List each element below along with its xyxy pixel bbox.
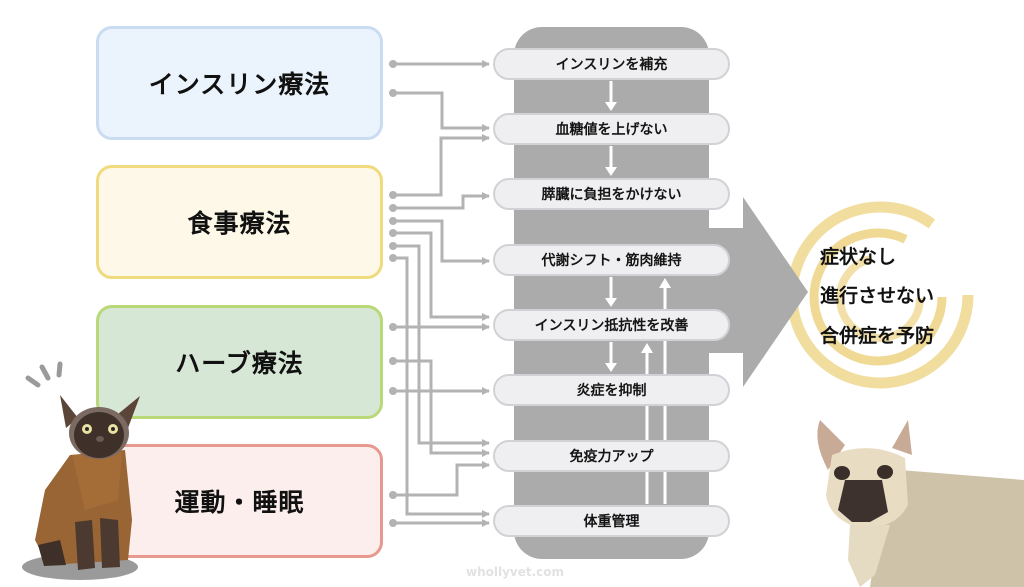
effect-pill: 免疫力アップ [493, 440, 730, 472]
connector-dot [389, 229, 397, 237]
dog-body [870, 470, 1024, 587]
big-right-arrow [708, 197, 808, 387]
effect-label: 膵臓に負担をかけない [541, 187, 682, 203]
therapy-box-diet: 食事療法 [96, 165, 383, 279]
connector-dot [389, 204, 397, 212]
connector-dot [389, 323, 397, 331]
connector-dot [389, 254, 397, 262]
outcome-text: 症状なし [820, 246, 897, 268]
connector-dot [389, 191, 397, 199]
connector-exercise-to-immunity [393, 461, 490, 497]
dog-chest [848, 525, 890, 587]
effect-label: 体重管理 [583, 514, 640, 530]
connector-dot [389, 387, 397, 395]
connector-diet-to-metabolism [393, 219, 490, 265]
connector-diet-to-weight [393, 256, 490, 518]
effect-pill: 炎症を抑制 [493, 374, 730, 406]
connector-dot [389, 357, 397, 365]
cat-chest [72, 452, 122, 510]
effect-pill: インスリン抵抗性を改善 [493, 309, 730, 341]
down-arrow-2-head [605, 167, 617, 176]
effect-label: インスリン抵抗性を改善 [534, 318, 689, 334]
connector-diet-to-blood-sugar [393, 134, 490, 197]
effect-label: インスリンを補充 [555, 57, 668, 73]
therapy-label: 運動・睡眠 [174, 488, 305, 517]
dog-eye-right [877, 465, 893, 479]
effect-pill: 体重管理 [493, 505, 730, 537]
outcome-text: 進行させない [820, 285, 935, 307]
cat-haunch [38, 540, 66, 566]
inner-ring [836, 254, 924, 342]
connector-dot [389, 60, 397, 68]
connector-dot [389, 491, 397, 499]
connector-diet-to-resistance [393, 231, 490, 321]
effect-label: 免疫力アップ [569, 449, 654, 465]
therapy-label: インスリン療法 [148, 70, 331, 99]
connector-herb-to-immunity [393, 359, 490, 457]
connector-dot [389, 89, 397, 97]
therapy-box-insulin: インスリン療法 [96, 26, 383, 140]
effect-pill: インスリンを補充 [493, 48, 730, 80]
cat-face [74, 412, 124, 458]
effect-label: 血糖値を上げない [555, 122, 668, 138]
outcome-text: 合併症を予防 [820, 325, 935, 347]
dog-eye-left [834, 466, 850, 480]
connector-dots [389, 60, 397, 527]
up-arrow-weight-to-metabolism-head [659, 278, 671, 288]
effect-label: 炎症を抑制 [576, 383, 647, 399]
down-arrow-1-head [605, 102, 617, 111]
connector-dot [389, 217, 397, 225]
down-arrow-3-head [605, 298, 617, 307]
effect-label: 代謝シフト・筋肉維持 [541, 253, 682, 269]
therapy-label: 食事療法 [187, 209, 292, 238]
down-arrow-4-head [605, 363, 617, 372]
cat-pupil [85, 427, 89, 431]
dog-muzzle [838, 480, 888, 522]
cat-nose [96, 436, 104, 442]
therapy-label: ハーブ療法 [175, 349, 304, 378]
therapy-box-herb: ハーブ療法 [96, 305, 383, 419]
cat-leg-left [75, 520, 95, 570]
up-arrow-weight-to-resistance-head [641, 343, 653, 353]
dog-ear-left [817, 420, 845, 470]
alert-lines-icon [25, 361, 63, 388]
effect-pill: 血糖値を上げない [493, 113, 730, 145]
therapy-box-exercise-sleep: 運動・睡眠 [96, 444, 383, 558]
connector-diet-to-pancreas [393, 192, 490, 210]
connector-insulin-to-blood-sugar [393, 91, 490, 132]
effect-pill: 代謝シフト・筋肉維持 [493, 244, 730, 276]
dog-ear-right [892, 420, 912, 455]
middle-ring [809, 228, 947, 366]
watermark: whollyvet.com [466, 565, 565, 579]
cat-leg-right [100, 518, 120, 568]
cat-pupil [111, 427, 115, 431]
connector-dot [389, 519, 397, 527]
connector-dot [389, 242, 397, 250]
connector-diet-to-immunity [393, 244, 490, 447]
effect-pill: 膵臓に負担をかけない [493, 178, 730, 210]
